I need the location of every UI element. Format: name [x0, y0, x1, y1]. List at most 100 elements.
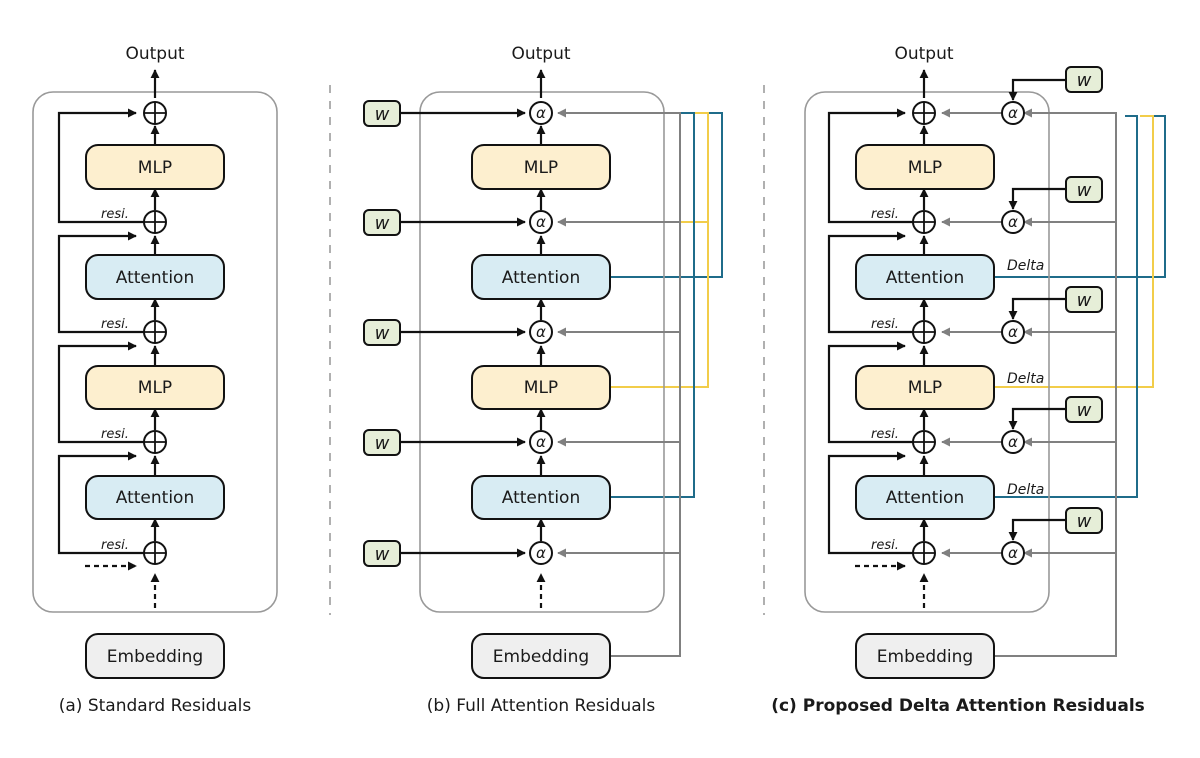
attention-output-line [610, 112, 695, 498]
caption: (a) Standard Residuals [59, 696, 252, 716]
resi-label: resi. [871, 207, 899, 222]
svg-text:w: w [375, 323, 390, 344]
delta-line [995, 115, 1138, 498]
output-label: Output [125, 44, 184, 64]
svg-text:α: α [536, 433, 546, 451]
attention-block [471, 254, 611, 300]
add-node [912, 320, 936, 344]
attention-output-line [610, 112, 723, 278]
alpha-node: α [529, 320, 553, 344]
attention-block-label: Attention [116, 268, 194, 288]
svg-text:α: α [1008, 213, 1018, 231]
svg-text:w: w [1077, 290, 1092, 311]
mlp-block-label: MLP [138, 378, 172, 398]
attention-block-label: Attention [502, 268, 580, 288]
mlp-block-label: MLP [908, 378, 942, 398]
mlp-block [855, 365, 995, 410]
add-node [912, 541, 936, 565]
mlp-block-label: MLP [908, 158, 942, 178]
svg-text:α: α [536, 213, 546, 231]
add-node [143, 210, 167, 234]
add-node [912, 430, 936, 454]
panel-a: resi. resi. resi. resi. MLP Attention ML… [32, 44, 278, 716]
output-label: Output [894, 44, 953, 64]
embedding-block [471, 633, 611, 679]
mlp-block [471, 365, 611, 410]
add-node [143, 541, 167, 565]
svg-text:w: w [375, 433, 390, 454]
svg-text:α: α [536, 104, 546, 122]
weight-box: w [363, 540, 401, 567]
panel-c: resi. resi. resi. resi. w w w w w α α α … [771, 44, 1166, 716]
mlp-block [855, 144, 995, 190]
delta-label: Delta [1007, 482, 1044, 498]
alpha-node: α [1001, 430, 1025, 454]
embedding-block [855, 633, 995, 679]
resi-label: resi. [101, 317, 129, 332]
attention-block-label: Attention [116, 488, 194, 508]
attention-block [85, 475, 225, 520]
embedding-label: Embedding [107, 647, 203, 667]
resi-label: resi. [101, 427, 129, 442]
weight-box: w [1065, 176, 1103, 203]
mlp-block-label: MLP [524, 158, 558, 178]
alpha-node: α [529, 101, 553, 125]
svg-text:α: α [1008, 433, 1018, 451]
svg-text:α: α [1008, 323, 1018, 341]
add-node [143, 430, 167, 454]
weight-box: w [363, 429, 401, 456]
svg-text:w: w [1077, 511, 1092, 532]
embedding-label: Embedding [493, 647, 589, 667]
resi-label: resi. [871, 427, 899, 442]
svg-text:α: α [536, 544, 546, 562]
resi-label: resi. [871, 538, 899, 553]
caption: (c) Proposed Delta Attention Residuals [771, 696, 1145, 716]
weight-box: w [1065, 507, 1103, 534]
caption: (b) Full Attention Residuals [427, 696, 656, 716]
alpha-node: α [529, 210, 553, 234]
attention-block [85, 254, 225, 300]
svg-text:α: α [1008, 544, 1018, 562]
svg-text:α: α [1008, 104, 1018, 122]
weight-box: w [1065, 66, 1103, 93]
weight-box: w [1065, 396, 1103, 423]
add-node [912, 210, 936, 234]
mlp-block-label: MLP [524, 378, 558, 398]
add-node [143, 320, 167, 344]
svg-text:w: w [1077, 70, 1092, 91]
embedding-block [85, 633, 225, 679]
output-label: Output [511, 44, 570, 64]
alpha-node: α [1001, 320, 1025, 344]
weight-box: w [363, 209, 401, 236]
attention-block [471, 475, 611, 520]
svg-text:w: w [375, 104, 390, 125]
weight-box: w [363, 100, 401, 127]
resi-label: resi. [871, 317, 899, 332]
add-node [143, 101, 167, 125]
svg-text:w: w [1077, 180, 1092, 201]
delta-line [995, 115, 1166, 278]
attention-block-label: Attention [886, 488, 964, 508]
attention-block [855, 254, 995, 300]
mlp-block [471, 144, 611, 190]
alpha-node: α [529, 541, 553, 565]
mlp-block-label: MLP [138, 158, 172, 178]
panel-b: w w w w w α α α α α MLP Attention MLP At… [363, 44, 723, 716]
layer-stack-frame [804, 91, 1050, 613]
svg-text:w: w [1077, 400, 1092, 421]
alpha-node: α [529, 430, 553, 454]
svg-text:w: w [375, 544, 390, 565]
svg-text:w: w [375, 213, 390, 234]
weight-box: w [1065, 286, 1103, 313]
weight-box: w [363, 319, 401, 346]
attention-block-label: Attention [502, 488, 580, 508]
delta-label: Delta [1007, 258, 1044, 274]
mlp-block [85, 144, 225, 190]
attention-block-label: Attention [886, 268, 964, 288]
embedding-label: Embedding [877, 647, 973, 667]
add-node [912, 101, 936, 125]
mlp-block [85, 365, 225, 410]
alpha-node: α [1001, 101, 1025, 125]
delta-label: Delta [1007, 371, 1044, 387]
